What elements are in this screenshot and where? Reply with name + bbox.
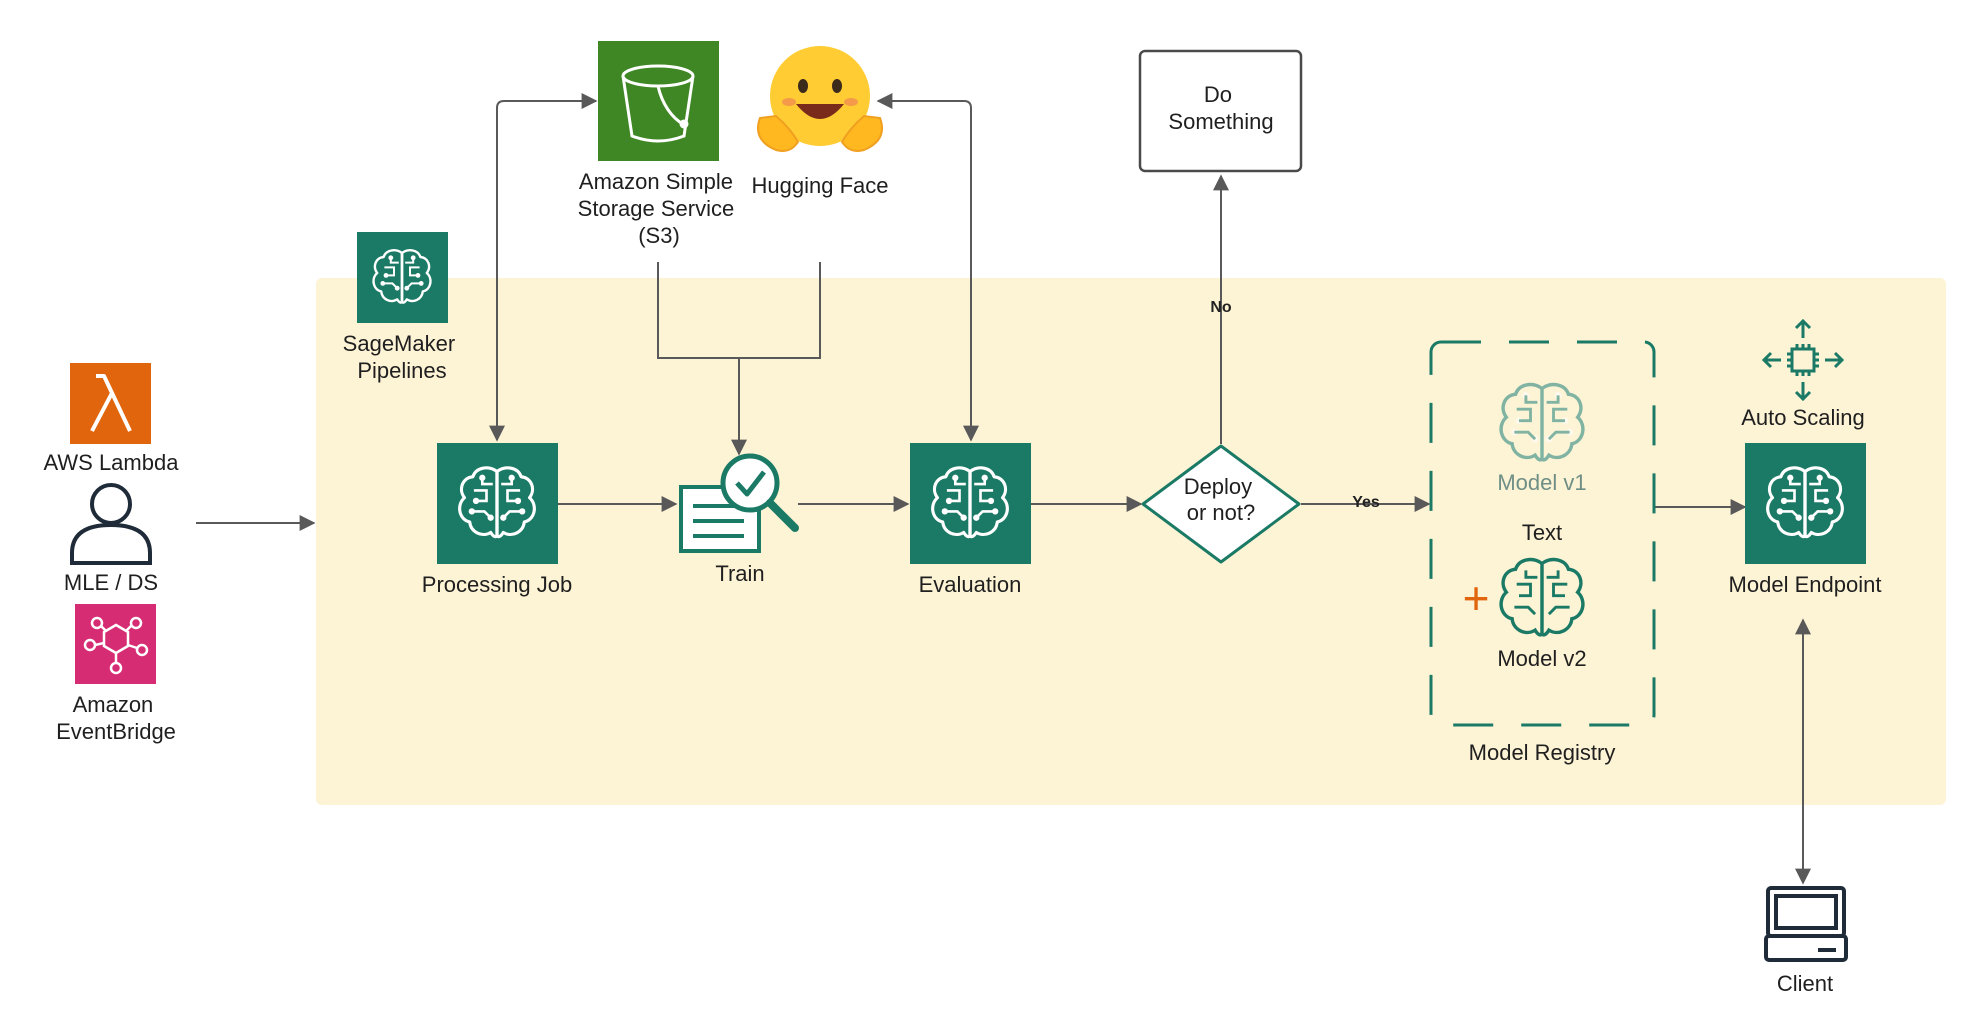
aws-lambda-label: AWS Lambda	[44, 450, 180, 475]
sagemaker-pipelines-label: SageMaker Pipelines	[343, 331, 462, 383]
edge-s3-processing-bidirectional	[489, 93, 598, 442]
client-label: Client	[1777, 971, 1833, 996]
bucket-icon	[621, 64, 695, 143]
s3-label: Amazon Simple Storage Service (S3)	[578, 169, 741, 248]
auto-scaling-label: Auto Scaling	[1741, 405, 1865, 430]
decision-label: Deploy or not?	[1184, 474, 1259, 525]
model-v1-brain-outline	[1499, 382, 1585, 462]
decision-diamond	[1141, 444, 1301, 564]
s3-node[interactable]: Amazon Simple Storage Service (S3)	[578, 41, 741, 248]
lambda-icon	[90, 374, 132, 432]
model-v2-label: Model v2	[1497, 646, 1586, 671]
sagemaker-pipelines-node: SageMaker Pipelines	[343, 232, 462, 383]
train-magnifier-icon	[679, 453, 799, 553]
model-registry-label: Model Registry	[1469, 740, 1616, 765]
eventbridge-node[interactable]: Amazon EventBridge	[56, 604, 176, 744]
auto-scaling-icon	[1761, 318, 1845, 402]
mle-ds-node[interactable]: MLE / DS	[64, 483, 158, 595]
user-icon	[70, 483, 152, 565]
hugging-face-emoji-icon	[757, 46, 883, 152]
deploy-decision-node[interactable]: Deploy or not?	[1141, 444, 1301, 564]
aws-lambda-node[interactable]: AWS Lambda	[44, 363, 180, 475]
client-node[interactable]: Client	[1764, 886, 1848, 996]
processing-job-label: Processing Job	[422, 572, 572, 597]
train-node[interactable]: Train	[679, 453, 799, 586]
do-something-node[interactable]: Do Something	[1138, 49, 1303, 173]
plus-icon: +	[1463, 572, 1490, 624]
s3-icon-box	[598, 41, 719, 161]
edges	[196, 93, 1811, 885]
edge-label-yes: Yes	[1352, 494, 1380, 511]
auto-scaling-node[interactable]: Auto Scaling	[1741, 318, 1865, 430]
lambda-icon-box	[70, 363, 151, 444]
model-registry-node[interactable]: Model v1 Text + Model v2 Model Registry	[1429, 340, 1656, 765]
sagemaker-pipeline-area	[316, 278, 1946, 805]
model-registry-dashed-box	[1429, 340, 1656, 727]
model-endpoint-label: Model Endpoint	[1729, 572, 1882, 597]
edge-evaluation-huggingface-bidirectional	[876, 93, 979, 442]
model-registry-text: Text	[1522, 520, 1562, 545]
eventbridge-icon	[83, 616, 149, 675]
edge-label-no: No	[1210, 299, 1232, 316]
evaluation-label: Evaluation	[919, 572, 1022, 597]
eventbridge-label: Amazon EventBridge	[56, 692, 176, 744]
model-v2-brain-icon	[1499, 557, 1585, 637]
do-something-label: Do Something	[1168, 82, 1273, 134]
hugging-face-label: Hugging Face	[752, 173, 889, 198]
mle-ds-label: MLE / DS	[64, 570, 158, 595]
edge-s3-huggingface-to-train	[657, 262, 821, 454]
processing-job-node[interactable]: Processing Job	[422, 443, 572, 597]
train-label: Train	[715, 561, 764, 586]
evaluation-node[interactable]: Evaluation	[910, 443, 1031, 597]
client-computer-icon	[1764, 886, 1848, 962]
hugging-face-node[interactable]: Hugging Face	[752, 46, 889, 198]
model-endpoint-node[interactable]: Model Endpoint	[1729, 443, 1882, 597]
do-something-box	[1138, 49, 1303, 173]
model-v1-label: Model v1	[1497, 470, 1586, 495]
